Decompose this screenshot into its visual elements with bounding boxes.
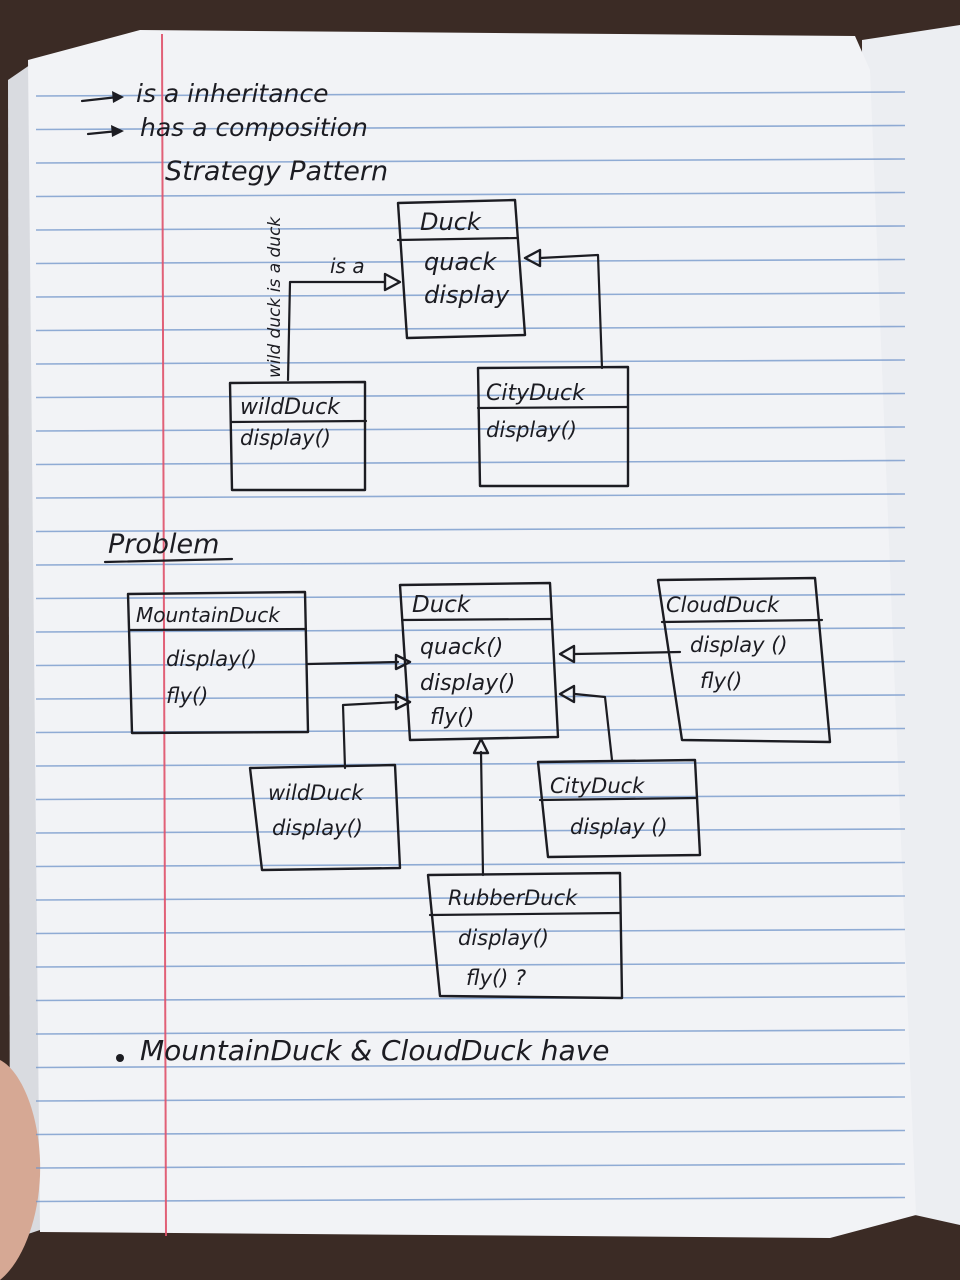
thumb <box>0 1060 41 1280</box>
ruled-line <box>35 526 906 533</box>
method-display-mountain: display() <box>166 647 257 671</box>
problem-underline <box>103 557 234 564</box>
legend: is a inheritance has a composition Strat… <box>80 79 388 187</box>
wild-duck-class-box-2: wildDuck display() <box>248 763 402 872</box>
ruled-line <box>35 1029 906 1035</box>
wild-duck-class-box: wildDuck display() <box>228 380 368 492</box>
ruled-line <box>35 1062 906 1069</box>
ruled-line <box>35 660 906 667</box>
class-name-city-duck: CityDuck <box>486 381 586 406</box>
duck-class-box: Duck quack display <box>396 198 527 340</box>
class-name-duck-2: Duck <box>412 592 472 618</box>
ruled-line <box>35 459 906 466</box>
ruled-line <box>35 124 906 131</box>
method-fly-cloud: fly() <box>700 669 742 693</box>
ruled-line <box>35 493 906 499</box>
class-name-city-duck-2: CityDuck <box>550 774 645 798</box>
margin-line <box>161 33 167 1237</box>
ruled-line <box>35 861 906 868</box>
arrow-rubber-to-duck <box>479 750 485 877</box>
city-duck-class-box-2: CityDuck display () <box>536 758 702 859</box>
method-display-wild: display() <box>240 426 331 450</box>
vertical-note: wild duck is a duck <box>265 216 285 378</box>
mountain-duck-class-box: MountainDuck display() fly() <box>126 590 310 735</box>
ruled-line <box>35 158 906 164</box>
ruled-line <box>35 962 906 968</box>
method-display-city: display() <box>486 418 577 442</box>
ruled-line <box>35 426 906 432</box>
ruled-line <box>35 325 906 332</box>
notebook-page <box>28 30 916 1238</box>
method-display-rubber: display() <box>458 926 549 950</box>
method-fly-rubber: fly() ? <box>466 966 526 990</box>
duck-class-box-2: Duck quack() display() fly() <box>398 581 560 742</box>
rubber-duck-class-box: RubberDuck display() fly() ? <box>426 871 624 1000</box>
method-fly-mountain: fly() <box>166 684 208 708</box>
ruled-line <box>35 560 906 566</box>
inheritance-arrow-wild <box>286 280 387 382</box>
ruled-lines <box>35 91 906 1203</box>
ruled-line <box>35 828 906 834</box>
arrow-cloud-to-duck <box>573 650 682 656</box>
city-duck-class-box: CityDuck display() <box>476 365 630 488</box>
ruled-line <box>35 392 906 399</box>
note-text: MountainDuck & CloudDuck have <box>140 1034 610 1067</box>
method-quack: quack <box>424 248 497 276</box>
ruled-line <box>35 91 906 97</box>
ruled-line <box>35 627 906 633</box>
problem-heading: Problem <box>108 529 219 560</box>
ruled-line <box>35 694 906 700</box>
ruled-line <box>35 895 906 901</box>
ruled-line <box>35 225 906 231</box>
diagram-strategy: Duck quack display wildDuck display() Ci… <box>228 198 630 492</box>
arrow-mountain-to-duck <box>306 660 400 666</box>
ruled-line <box>35 995 906 1002</box>
ruled-line <box>35 258 906 265</box>
ruled-line <box>35 191 906 198</box>
method-quack-2: quack() <box>420 635 503 660</box>
ruled-line <box>35 1096 906 1102</box>
ruled-line <box>35 1196 906 1203</box>
ruled-line <box>35 593 906 600</box>
legend-inheritance: is a inheritance <box>136 79 329 108</box>
class-name-wild-duck-2: wildDuck <box>268 781 364 805</box>
inheritance-arrow-city <box>538 253 604 370</box>
class-name-cloud-duck: CloudDuck <box>666 593 780 617</box>
strategy-pattern-heading: Strategy Pattern <box>165 156 388 187</box>
class-name-wild-duck: wildDuck <box>240 395 341 420</box>
method-display-cloud: display () <box>690 633 788 657</box>
arrow-city-to-duck <box>573 692 614 762</box>
legend-composition: has a composition <box>140 113 368 142</box>
method-display-wild-2: display() <box>272 816 363 840</box>
class-name-rubber-duck: RubberDuck <box>448 886 578 910</box>
diagram-problem: Duck quack() display() fly() MountainDuc… <box>126 576 832 1000</box>
ruled-line <box>35 928 906 935</box>
class-name-duck: Duck <box>420 208 482 236</box>
ruled-line <box>35 761 906 767</box>
bullet-dot <box>116 1054 124 1062</box>
cloud-duck-class-box: CloudDuck display () fly() <box>656 576 832 744</box>
ruled-line <box>35 1163 906 1169</box>
ruled-line <box>35 359 906 365</box>
ruled-line <box>35 292 906 298</box>
ruled-line <box>35 794 906 801</box>
is-a-label: is a <box>330 254 365 278</box>
ruled-line <box>35 1129 906 1136</box>
class-name-mountain-duck: MountainDuck <box>136 603 281 627</box>
method-fly-2: fly() <box>430 705 474 730</box>
arrow-wild-to-duck <box>341 700 400 770</box>
method-display-2: display() <box>420 671 515 696</box>
method-display: display <box>424 281 510 309</box>
method-display-city-2: display () <box>570 815 668 839</box>
